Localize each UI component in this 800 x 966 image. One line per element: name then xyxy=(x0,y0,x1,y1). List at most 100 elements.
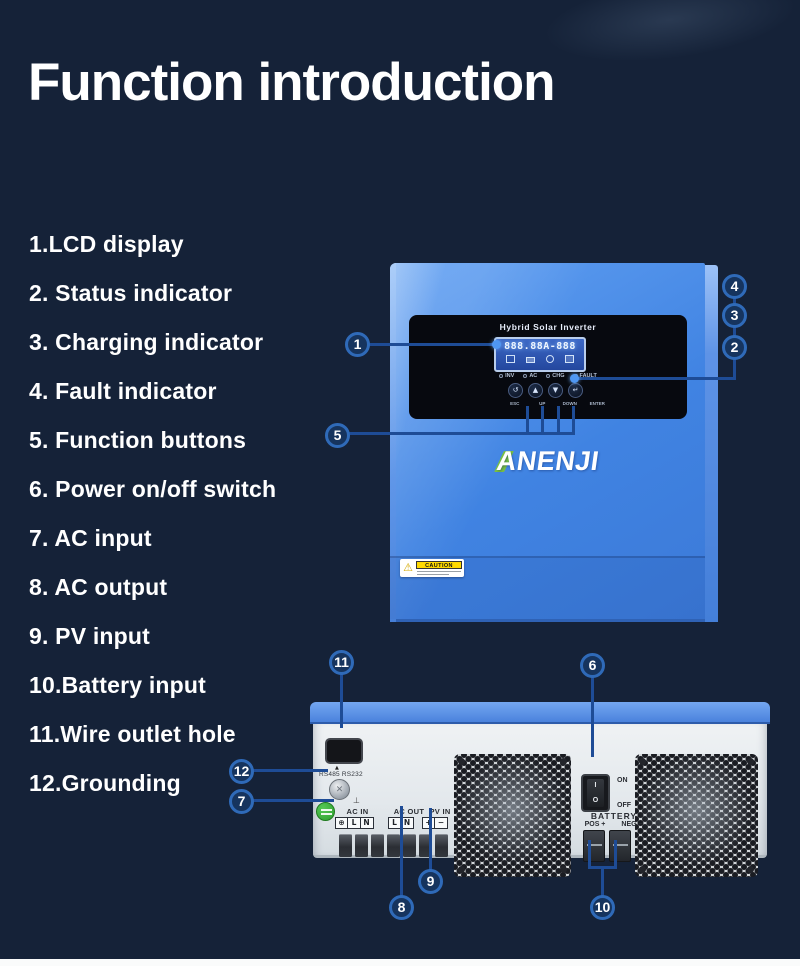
callout-line-2-4 xyxy=(733,288,736,380)
enter-label: ENTER xyxy=(589,401,605,406)
callout-line-8 xyxy=(400,806,403,898)
ac-out-label: AC OUT xyxy=(393,807,425,816)
fan-grille-left xyxy=(454,754,571,877)
lcd-display: 888.88A-888 xyxy=(494,337,586,372)
callout-6-badge: 6 xyxy=(580,653,605,678)
function-button-labels: ESC UP DOWN ENTER xyxy=(501,401,611,406)
control-panel: Hybrid Solar Inverter 888.88A-888 INV AC… xyxy=(409,315,687,419)
callout-line-7 xyxy=(253,799,334,802)
terminal-opening xyxy=(371,834,384,857)
power-switch[interactable]: I O xyxy=(581,774,610,812)
terminal-opening xyxy=(403,834,416,857)
grounding-screw: ✕ xyxy=(329,779,350,800)
case-seam-line xyxy=(390,556,705,558)
front-edge-blue-strip xyxy=(310,702,770,724)
battery-terminal-pos[interactable] xyxy=(583,830,605,862)
terminal-opening xyxy=(339,834,352,857)
callout-10-badge: 10 xyxy=(590,895,615,920)
callout-line-11 xyxy=(340,674,343,728)
function-buttons: ↺ ▲ ▼ ↵ xyxy=(508,383,583,398)
callout-line-5-stub xyxy=(541,406,544,435)
caution-sticker: ⚠ CAUTION xyxy=(400,559,464,577)
power-switch-rocker[interactable]: I O xyxy=(587,779,604,807)
wire-outlet-port xyxy=(325,738,363,764)
terminal-group-ac-out: L N xyxy=(387,817,414,829)
enter-button[interactable]: ↵ xyxy=(568,383,583,398)
feature-list: 1.LCD display 2. Status indicator 3. Cha… xyxy=(29,231,276,819)
callout-12-badge: 12 xyxy=(229,759,254,784)
terminal-cell-neutral[interactable]: N xyxy=(359,817,374,829)
brand-text: ANENJI xyxy=(494,446,602,476)
terminal-opening xyxy=(419,834,432,857)
battery-label: BATTERY xyxy=(590,811,638,821)
terminal-group-pv-in: + − xyxy=(421,817,448,829)
callout-1-badge: 1 xyxy=(345,332,370,357)
battery-pos-label: POS + xyxy=(584,821,606,828)
caution-text-line xyxy=(417,570,461,572)
inverter-right-side-face xyxy=(705,265,718,622)
terminal-opening xyxy=(355,834,368,857)
switch-i-mark: I xyxy=(594,782,597,789)
switch-o-mark: O xyxy=(592,797,599,804)
ground-symbol-icon: ⊥ xyxy=(353,796,360,805)
esc-button[interactable]: ↺ xyxy=(508,383,523,398)
feature-item-11: 11.Wire outlet hole xyxy=(29,721,236,747)
page-title: Function introduction xyxy=(28,53,556,112)
inverter-icon xyxy=(545,355,554,363)
callout-line-2 xyxy=(576,377,734,380)
led-dot-icon xyxy=(546,374,551,378)
inverter-bottom-view: ▲ RS485 RS232 ✕ ⊥ AC IN AC OUT PV IN ⊕ L… xyxy=(310,702,770,877)
callout-line-5-stub xyxy=(526,406,529,435)
callout-line-12 xyxy=(253,769,328,772)
feature-item-6: 6. Power on/off switch xyxy=(29,476,277,502)
ac-indicator-led: AC xyxy=(523,373,537,379)
callout-line-1 xyxy=(369,343,497,346)
feature-item-7: 7. AC input xyxy=(29,525,152,551)
green-certification-badge xyxy=(316,802,335,821)
switch-on-label: ON xyxy=(617,777,628,784)
load-icon xyxy=(564,355,574,363)
callout-line-10b xyxy=(614,840,617,869)
feature-item-2: 2. Status indicator xyxy=(29,280,233,306)
callout-line-10a xyxy=(588,840,591,869)
brand-logo: ANENJI xyxy=(481,446,615,477)
caution-text-line xyxy=(417,573,450,575)
lcd-reading: 888.88A-888 xyxy=(504,341,576,352)
terminal-opening xyxy=(435,834,448,857)
bottom-connection-panel: ▲ RS485 RS232 ✕ ⊥ AC IN AC OUT PV IN ⊕ L… xyxy=(313,724,767,877)
battery-icon xyxy=(526,357,536,363)
feature-item-1: 1.LCD display xyxy=(29,231,184,257)
callout-7-badge: 7 xyxy=(229,789,254,814)
solar-panel-icon xyxy=(506,355,516,363)
down-button[interactable]: ▼ xyxy=(548,383,563,398)
down-label: DOWN xyxy=(562,401,577,406)
callout-line-5 xyxy=(349,432,575,435)
port-label: RS485 RS232 xyxy=(319,771,363,778)
feature-item-5: 5. Function buttons xyxy=(29,427,247,453)
callout-line-6 xyxy=(591,677,594,757)
feature-item-4: 4. Fault indicator xyxy=(29,378,217,404)
callout-2-badge: 2 xyxy=(722,335,747,360)
terminal-group-ac-in: ⊕ L N xyxy=(334,817,374,829)
led-dot-icon xyxy=(499,374,504,378)
pv-in-label: PV IN xyxy=(429,807,451,816)
callout-dot-1 xyxy=(492,340,501,349)
feature-item-8: 8. AC output xyxy=(29,574,168,600)
status-indicator-led: INV xyxy=(499,373,514,379)
terminal-cell-negative[interactable]: − xyxy=(434,817,448,829)
callout-9-badge: 9 xyxy=(418,869,443,894)
up-button[interactable]: ▲ xyxy=(528,383,543,398)
switch-off-label: OFF xyxy=(617,802,631,809)
callout-5-badge: 5 xyxy=(325,423,350,448)
feature-item-10: 10.Battery input xyxy=(29,672,207,698)
panel-title: Hybrid Solar Inverter xyxy=(499,322,597,332)
ac-in-label: AC IN xyxy=(346,807,369,816)
battery-terminal-neg[interactable] xyxy=(609,830,631,862)
port-arrow-icon: ▲ xyxy=(335,765,339,771)
inverter-front-view: Hybrid Solar Inverter 888.88A-888 INV AC… xyxy=(390,263,718,622)
caution-title: CAUTION xyxy=(416,561,462,569)
feature-item-3: 3. Charging indicator xyxy=(29,329,264,355)
callout-line-9 xyxy=(429,808,432,872)
callout-line-10d xyxy=(601,866,604,897)
